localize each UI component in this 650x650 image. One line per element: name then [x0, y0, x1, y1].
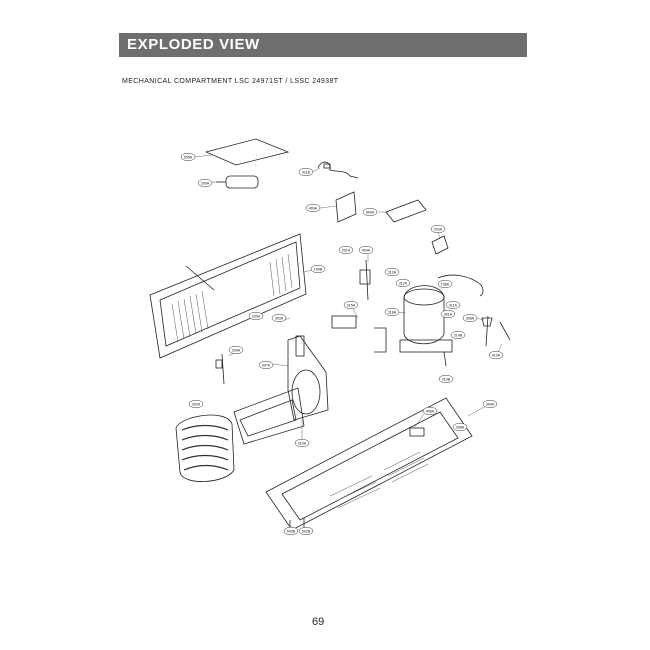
part-callout-label: 319B	[442, 377, 451, 381]
condenser-coil-part	[175, 414, 235, 482]
part-callout: 315A	[343, 300, 359, 310]
part-callout: 406A	[422, 406, 438, 416]
part-callout-label: 310A	[298, 441, 307, 445]
part-callout: 404A	[358, 245, 374, 255]
part-callout: 319B	[438, 374, 454, 384]
diagram-subtitle: MECHANICAL COMPARTMENT LSC 24971ST / LSS…	[122, 78, 339, 85]
part-callout: 320A	[248, 311, 264, 321]
part-callout: 310A	[294, 438, 310, 448]
fan-assembly-part	[287, 335, 329, 421]
part-callout-label: 313A	[388, 270, 397, 274]
page-number: 69	[312, 616, 325, 628]
condenser-panel	[149, 233, 307, 359]
part-callout-label: 309A	[232, 348, 241, 352]
part-callout: 318A	[384, 307, 400, 317]
part-callout: 505A	[180, 152, 196, 162]
control-board-part	[385, 199, 427, 223]
part-callout-label: 306A	[456, 425, 465, 429]
part-callout: 308A	[462, 313, 478, 323]
part-callout: 306A	[452, 422, 468, 432]
part-callout-label: 406A	[426, 409, 435, 413]
part-callout: 149B	[310, 264, 326, 274]
drain-tube-part	[215, 353, 225, 385]
part-callout: 200A	[197, 178, 213, 188]
part-callout: 502B	[298, 526, 314, 536]
part-callout-label: 502B	[302, 529, 311, 533]
leader-lines	[193, 154, 503, 531]
part-callout: 304A	[482, 399, 498, 409]
part-callout: 313A	[384, 267, 400, 277]
section-title-bar: EXPLODED VIEW	[119, 33, 527, 57]
part-callout-label: 304A	[486, 402, 495, 406]
part-callout-label: 404A	[362, 248, 371, 252]
part-callout-label: 503B	[287, 529, 296, 533]
part-callout-label: 409A	[309, 206, 318, 210]
part-callout-label: 320A	[252, 314, 261, 318]
part-callouts: 505A 200A 411B 409A 500A 203A 404A 149B 315A 318A…	[180, 152, 504, 536]
part-callout: 411B	[298, 167, 314, 177]
part-callout: 503B	[283, 526, 299, 536]
part-callout-label: 308A	[466, 316, 475, 320]
base-plate-part	[265, 397, 473, 532]
valve-assembly-part	[331, 259, 371, 329]
part-callout-label: 108A	[441, 282, 450, 286]
part-callout-label: 410A	[492, 353, 501, 357]
part-callout-label: 301A	[444, 312, 453, 316]
part-callout-label: 149B	[314, 267, 323, 271]
part-callout: 108A	[437, 279, 453, 289]
part-callout-label: 303A	[275, 316, 284, 320]
part-callout-label: 318A	[388, 310, 397, 314]
part-callout-label: 201A	[342, 248, 351, 252]
part-callout: 203A	[430, 224, 446, 234]
part-callout: 303A	[271, 313, 287, 323]
page-title: EXPLODED VIEW	[127, 36, 260, 53]
part-callout: 500A	[362, 207, 378, 217]
part-callout-label: 200A	[201, 181, 210, 185]
cover-plate	[204, 138, 290, 166]
part-callout-label: 411B	[302, 170, 311, 174]
part-callout-label: 505A	[184, 155, 193, 159]
part-callout: 309A	[228, 345, 244, 355]
bracket-part	[335, 191, 357, 223]
part-callout-label: 314B	[454, 333, 463, 337]
part-callout-label: 302A	[192, 402, 201, 406]
part-callout-label: 203A	[434, 227, 443, 231]
part-callout-label: 311A	[449, 303, 458, 307]
part-callout: 314B	[450, 330, 466, 340]
compressor-part	[374, 274, 484, 353]
part-callout: 201A	[338, 245, 354, 255]
part-callout: 311A	[445, 300, 461, 310]
part-callout-label: 307A	[262, 363, 271, 367]
part-callout-label: 312A	[399, 281, 408, 285]
part-callout: 409A	[305, 203, 321, 213]
part-callout-label: 315A	[347, 303, 356, 307]
part-callout: 410A	[488, 350, 504, 360]
part-callout-label: 500A	[366, 210, 375, 214]
base-tray-part	[233, 387, 305, 445]
wire-harness-part	[317, 161, 359, 179]
part-callout: 312A	[395, 278, 411, 288]
cap-part	[431, 235, 449, 255]
fitting-part	[443, 315, 511, 367]
part-callout: 301A	[440, 309, 456, 319]
part-callout: 302A	[188, 399, 204, 409]
part-callout: 307A	[258, 360, 274, 370]
